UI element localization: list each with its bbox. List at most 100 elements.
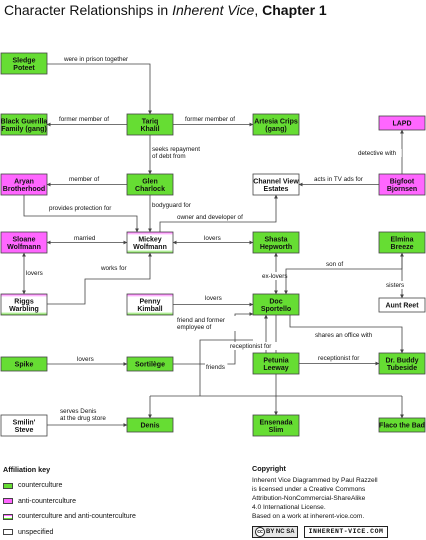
e-penny-doc-label: lovers [205, 295, 222, 302]
node-lapd[interactable]: LAPD [378, 115, 426, 131]
e-tariq-artesia-label: former member of [185, 116, 235, 123]
node-shasta-box [252, 231, 300, 254]
key-label-counter: counterculture [18, 482, 63, 490]
e-sledge-tariq-label: were in prison together [63, 56, 128, 63]
node-mickey-box [126, 231, 174, 254]
e-spike-sortilege: lovers [47, 355, 128, 366]
e-bigfoot-channel: acts in TV ads for [298, 175, 379, 187]
e-sledge-tariq-label-bg [63, 55, 153, 63]
e-aryan-mickey: provides protection for [23, 195, 139, 233]
e-bigfoot-channel-label-bg [313, 175, 371, 183]
node-ensenada-box [252, 414, 300, 437]
e-spike-sortilege-label: lovers [77, 356, 94, 363]
e-doc-buddy: shares an office with [289, 315, 404, 354]
node-artesia[interactable]: Artesia Crips(gang) [252, 113, 300, 136]
e-shasta-doc-label: ex-lovers [262, 273, 288, 280]
e-glen-aryan-label-bg [68, 175, 97, 183]
key-swatch-unspecified [3, 529, 13, 536]
key-item-unspecified: unspecified [3, 525, 203, 540]
node-flaco-label: Flaco the Bad [379, 423, 425, 430]
e-bigfoot-channel-label: acts in TV ads for [314, 176, 363, 183]
e-tariq-artesia-label-bg [184, 115, 236, 123]
key-label-unspecified: unspecified [18, 528, 54, 536]
e-shasta-doc: ex-lovers [261, 252, 290, 295]
e-riggs-mickey-line [47, 252, 152, 305]
key-item-both: counterculture and anti-counterculture [3, 509, 203, 525]
e-tariq-glen-label-bg [151, 145, 199, 160]
e-glen-aryan-label: member of [69, 176, 99, 183]
e-sledge-tariq-line [47, 63, 152, 115]
node-doc-box [252, 293, 300, 316]
e-petunia-doc-label-bg [229, 342, 281, 350]
node-smilin-label: Smilin'Steve [13, 419, 36, 434]
e-riggs-mickey-label-bg [100, 264, 129, 272]
e-tariq-bgf-label: former member of [59, 116, 109, 123]
site-badge[interactable]: INHERENT-VICE.COM [303, 526, 389, 539]
node-penny-box [126, 293, 174, 316]
node-sortilege[interactable]: Sortilège [126, 356, 174, 372]
e-aryan-mickey-line [23, 195, 139, 233]
e-doc-buddy-label: shares an office with [315, 332, 373, 339]
title-work: Inherent Vice [172, 2, 255, 18]
e-tariq-bgf-label-bg [58, 115, 110, 123]
e-doc-buddy-line [289, 315, 404, 354]
e-sortilege-doc-line [173, 312, 254, 365]
node-reet[interactable]: Aunt Reet [378, 297, 426, 313]
node-denis[interactable]: Denis [126, 417, 174, 433]
e-mickey-shasta: lovers [172, 234, 254, 245]
e-mickey-shasta-label: lovers [204, 235, 221, 242]
e-glen-mickey-label-bg [151, 201, 193, 209]
e-doc-buddy-label-bg [314, 331, 382, 339]
node-lapd-label: LAPD [392, 121, 411, 128]
node-sledge-box [0, 52, 48, 75]
node-smilin-box [0, 414, 48, 437]
edges-layer: were in prison together former member of f… [22, 55, 408, 427]
e-mickey-channel-label: owner and developer of [177, 214, 243, 221]
node-smilin[interactable]: Smilin'Steve [0, 414, 48, 437]
node-artesia-box [252, 113, 300, 136]
node-sortilege-box [126, 356, 174, 372]
title-prefix: Character Relationships in [4, 2, 173, 18]
node-spike[interactable]: Spike [0, 356, 48, 372]
e-sloane-mickey: married [46, 234, 128, 245]
e-elmina-doc-label: son of [326, 261, 343, 268]
e-elmina-doc-label-bg [325, 260, 345, 268]
e-riggs-mickey: works for [47, 252, 152, 305]
node-riggs-box [0, 293, 48, 316]
title-chapter: Chapter 1 [262, 2, 327, 18]
cc-icon: cc [255, 527, 265, 538]
e-petunia-doc: receptionist for [229, 314, 281, 353]
node-petunia-box [252, 352, 300, 375]
node-bigfoot-box [378, 173, 426, 196]
e-elmina-reet-label: sisters [386, 282, 404, 289]
node-flaco[interactable]: Flaco the Bad [378, 417, 426, 433]
